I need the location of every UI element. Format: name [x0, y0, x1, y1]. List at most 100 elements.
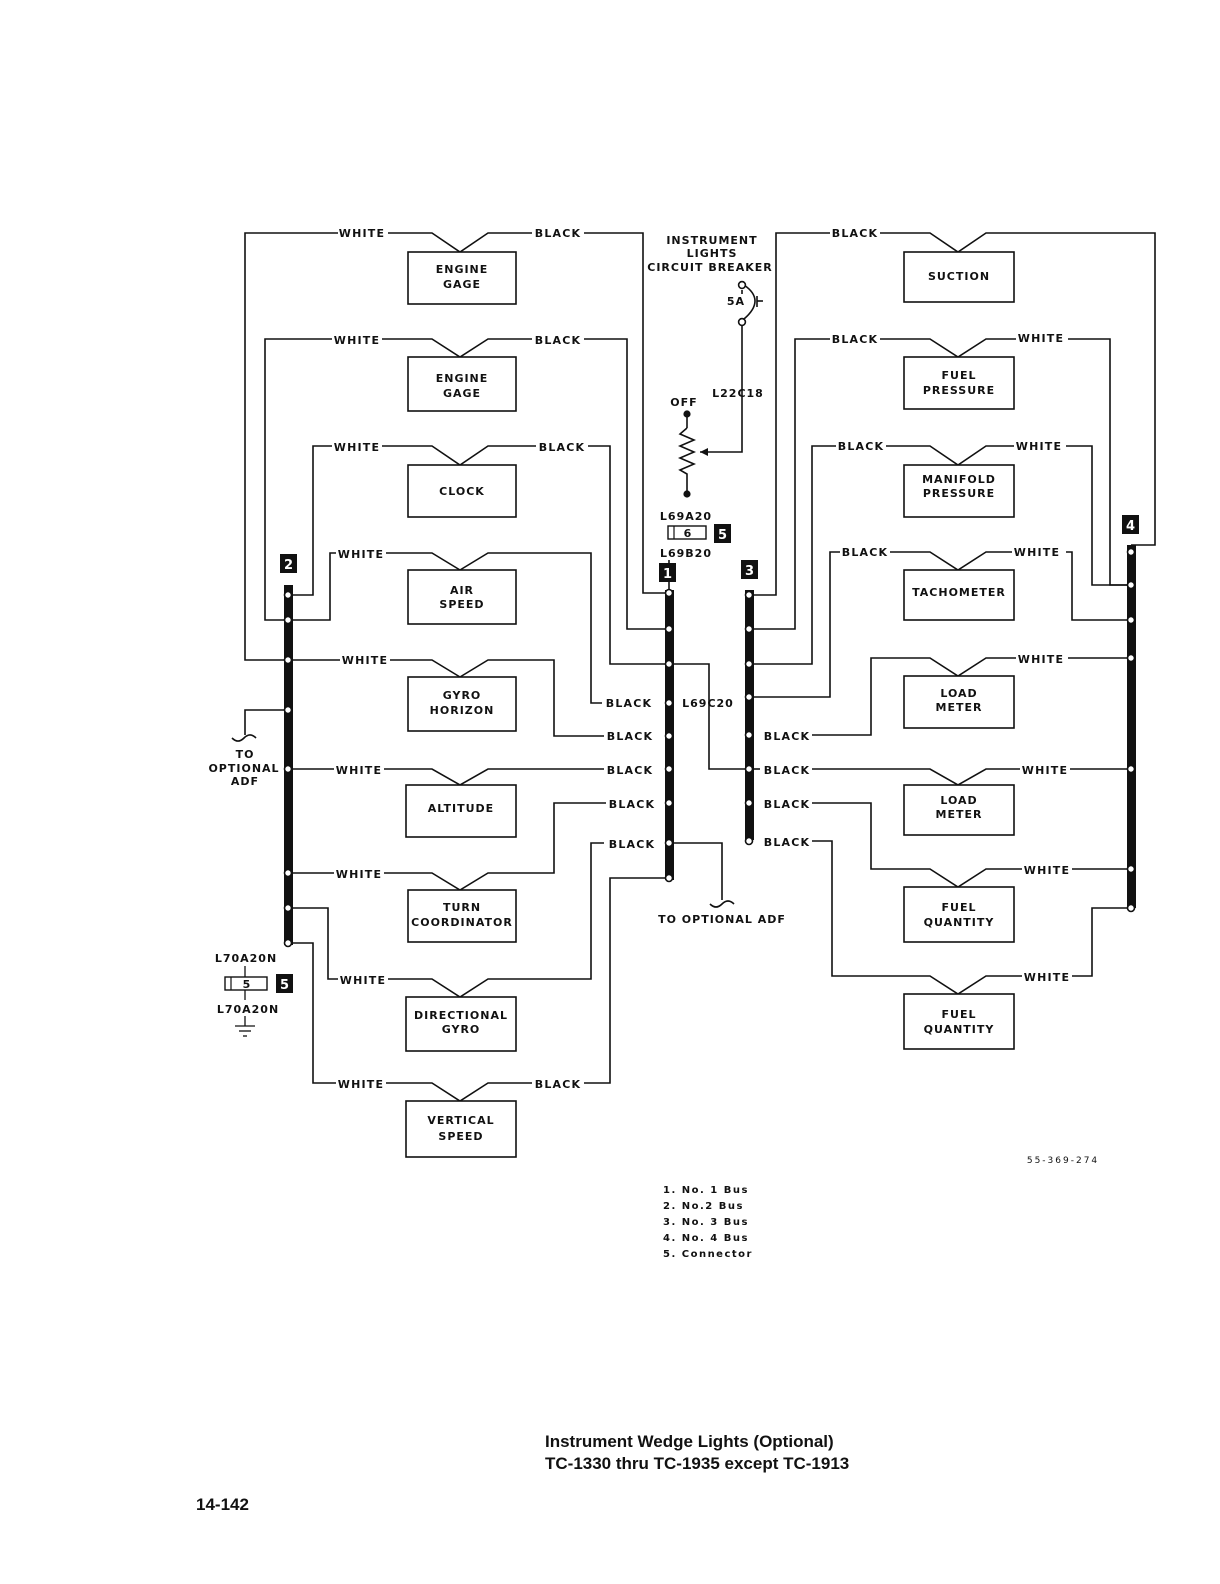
svg-text:SPEED: SPEED	[439, 598, 484, 611]
badge-bus-1: 1	[659, 563, 676, 582]
page-number: 14-142	[196, 1495, 249, 1514]
wire-l69b20: L69B20	[660, 547, 712, 560]
svg-text:GAGE: GAGE	[443, 278, 481, 291]
svg-text:TO: TO	[236, 748, 255, 761]
svg-text:WHITE: WHITE	[340, 974, 386, 987]
svg-text:FUEL: FUEL	[942, 369, 977, 382]
svg-text:BLACK: BLACK	[606, 697, 653, 710]
bus-3	[745, 590, 754, 840]
svg-text:TACHOMETER: TACHOMETER	[912, 586, 1006, 599]
svg-text:GYRO: GYRO	[443, 689, 482, 702]
breaker-rating: 5A	[727, 295, 745, 308]
svg-text:WHITE: WHITE	[1016, 440, 1062, 453]
svg-text:WHITE: WHITE	[342, 654, 388, 667]
svg-text:Instrument Wedge Lights (Optio: Instrument Wedge Lights (Optional)	[545, 1432, 834, 1451]
svg-text:WHITE: WHITE	[1024, 864, 1070, 877]
instrument-fuel-quantity-1: FUEL QUANTITY	[903, 886, 1015, 943]
svg-text:PRESSURE: PRESSURE	[923, 487, 995, 500]
svg-text:FUEL: FUEL	[942, 1008, 977, 1021]
svg-text:WHITE: WHITE	[1018, 653, 1064, 666]
svg-text:BLACK: BLACK	[535, 227, 582, 240]
svg-text:GYRO: GYRO	[442, 1023, 481, 1036]
dimmer-output-terminal	[683, 490, 691, 498]
instrument-load-meter-2: LOAD METER	[903, 784, 1015, 836]
svg-text:QUANTITY: QUANTITY	[924, 916, 995, 929]
svg-text:4: 4	[1126, 519, 1135, 534]
instrument-suction: SUCTION	[903, 251, 1015, 303]
svg-text:WHITE: WHITE	[336, 764, 382, 777]
wire-l22c18: L22C18	[712, 387, 764, 400]
svg-text:METER: METER	[936, 701, 983, 714]
svg-text:3: 3	[745, 564, 754, 579]
svg-text:3. No. 3 Bus: 3. No. 3 Bus	[663, 1217, 749, 1228]
svg-text:ENGINE: ENGINE	[436, 263, 489, 276]
svg-text:INSTRUMENT: INSTRUMENT	[666, 234, 757, 247]
bus-4-terminals	[1126, 547, 1136, 913]
connector-6	[667, 525, 707, 540]
svg-text:BLACK: BLACK	[764, 798, 811, 811]
svg-text:WHITE: WHITE	[338, 1078, 384, 1091]
svg-text:BLACK: BLACK	[838, 440, 885, 453]
svg-text:ENGINE: ENGINE	[436, 372, 489, 385]
adf-label-bottom: TO OPTIONAL ADF	[658, 913, 786, 926]
circuit-breaker-label: INSTRUMENT LIGHTS CIRCUIT BREAKER	[647, 234, 771, 274]
badge-bus-4: 4	[1122, 515, 1139, 534]
svg-text:METER: METER	[936, 808, 983, 821]
wire-l69c20: L69C20	[682, 697, 734, 710]
breaker-terminal-bottom	[737, 317, 747, 327]
bus-1-terminals	[664, 588, 674, 883]
svg-text:BLACK: BLACK	[535, 334, 582, 347]
bus-4	[1127, 545, 1136, 908]
svg-text:AIR: AIR	[450, 584, 474, 597]
svg-text:CLOCK: CLOCK	[439, 485, 485, 498]
svg-text:5: 5	[718, 528, 727, 543]
svg-text:BLACK: BLACK	[609, 838, 656, 851]
ground-icon	[235, 1016, 255, 1037]
instrument-engine-gage-1: ENGINE GAGE	[407, 251, 517, 305]
svg-text:COORDINATOR: COORDINATOR	[411, 916, 513, 929]
svg-text:2: 2	[284, 558, 293, 573]
svg-text:DIRECTIONAL: DIRECTIONAL	[414, 1009, 508, 1022]
svg-text:PRESSURE: PRESSURE	[923, 384, 995, 397]
adf-label-left: TO OPTIONAL ADF	[208, 748, 278, 788]
svg-text:LIGHTS: LIGHTS	[687, 247, 738, 260]
right-wiring	[749, 232, 1156, 995]
instrument-directional-gyro: DIRECTIONAL GYRO	[405, 996, 517, 1052]
svg-text:TC-1330 thru TC-1935 except TC: TC-1330 thru TC-1935 except TC-1913	[545, 1454, 849, 1473]
badge-bus-2: 2	[280, 554, 297, 573]
legend: 1. No. 1 Bus 2. No.2 Bus 3. No. 3 Bus 4.…	[663, 1185, 753, 1260]
svg-text:5. Connector: 5. Connector	[663, 1249, 753, 1260]
badge-connector-top: 5	[714, 524, 731, 543]
connector-5-number: 5	[243, 978, 252, 991]
svg-text:WHITE: WHITE	[336, 868, 382, 881]
svg-text:BLACK: BLACK	[832, 227, 879, 240]
badge-bus-3: 3	[741, 560, 758, 579]
figure-number: 55-369-274	[1027, 1156, 1099, 1166]
breaker-terminal-top	[737, 280, 747, 290]
svg-text:VERTICAL: VERTICAL	[427, 1114, 494, 1127]
wire-l70a20n-bottom: L70A20N	[217, 1003, 279, 1016]
svg-text:1. No. 1 Bus: 1. No. 1 Bus	[663, 1185, 749, 1196]
badge-connector-bottom: 5	[276, 974, 293, 993]
svg-text:ALTITUDE: ALTITUDE	[428, 802, 494, 815]
bus-3-terminals	[744, 590, 754, 846]
svg-text:MANIFOLD: MANIFOLD	[922, 473, 996, 486]
instrument-fuel-pressure: FUEL PRESSURE	[903, 356, 1015, 410]
svg-text:GAGE: GAGE	[443, 387, 481, 400]
svg-text:BLACK: BLACK	[842, 546, 889, 559]
instrument-vertical-speed: VERTICAL SPEED	[405, 1100, 517, 1158]
figure-caption: Instrument Wedge Lights (Optional) TC-13…	[545, 1432, 849, 1473]
instrument-clock: CLOCK	[407, 464, 517, 518]
svg-text:2. No.2 Bus: 2. No.2 Bus	[663, 1201, 744, 1212]
dimmer-off-terminal	[683, 410, 691, 418]
wire-l69a20: L69A20	[660, 510, 712, 523]
svg-text:BLACK: BLACK	[607, 764, 654, 777]
bus-2-terminals	[283, 590, 293, 948]
instrument-engine-gage-2: ENGINE GAGE	[407, 356, 517, 412]
bus-3-wire-labels: BLACK BLACK BLACK BLACK	[764, 730, 811, 849]
svg-text:SUCTION: SUCTION	[928, 270, 990, 283]
svg-text:4. No. 4 Bus: 4. No. 4 Bus	[663, 1233, 749, 1244]
instrument-air-speed: AIR SPEED	[407, 569, 517, 625]
svg-text:BLACK: BLACK	[832, 333, 879, 346]
